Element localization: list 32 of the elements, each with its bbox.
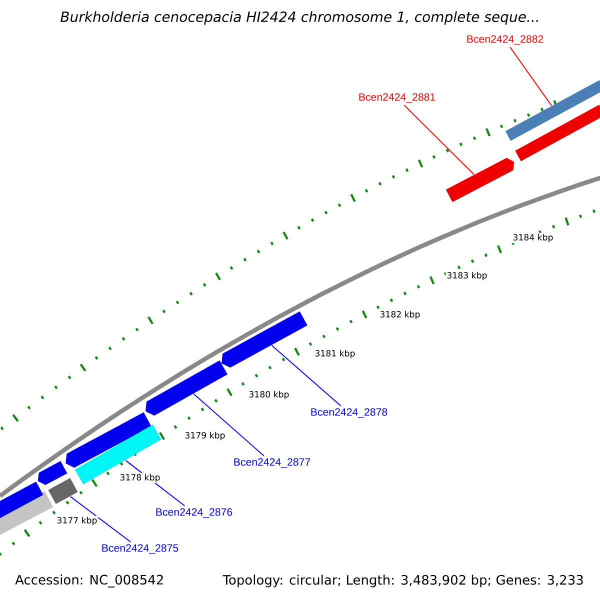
leader-line (510, 46, 552, 106)
scale-label: 3177 kbp (56, 516, 98, 526)
title: Burkholderia cenocepacia HI2424 chromosome 1, complete seque... (60, 11, 538, 25)
gene-block (66, 412, 152, 468)
accession-text: Accession: NC_008542 (15, 574, 163, 588)
gene-bar (505, 80, 600, 141)
gene-bar (0, 491, 54, 537)
scale-label: 3182 kbp (378, 310, 422, 320)
topology-text: Topology: circular; Length: 3,483,902 bp; Genes: 3,233 (222, 574, 583, 588)
gene-block (38, 460, 68, 486)
gene-block (146, 360, 228, 416)
scale-label: 3184 kbp (512, 232, 554, 244)
scale-label: 3180 kbp (248, 390, 290, 400)
gene-bar (48, 478, 78, 504)
gene-label: Bcen2424_2881 (359, 93, 436, 103)
leader-line (193, 393, 264, 456)
gene-label: Bcen2424_2875 (102, 544, 178, 554)
scale-label: 3178 kbp (118, 472, 162, 484)
gene-block (222, 311, 308, 368)
gene-label: Bcen2424_2882 (467, 35, 544, 45)
gene-label: Bcen2424_2877 (234, 458, 310, 468)
scale-label: 3183 kbp (446, 270, 488, 282)
leader-line (70, 496, 131, 542)
leader-line (271, 344, 342, 406)
scale-label: 3181 kbp (314, 348, 356, 360)
gene-bar (74, 424, 162, 484)
gene-label: Bcen2424_2876 (156, 508, 232, 518)
gene-label: Bcen2424_2878 (311, 408, 388, 418)
gene-bar (515, 104, 600, 162)
gene-block (446, 158, 514, 202)
scale-label: 3179 kbp (184, 430, 226, 442)
leader-line (404, 104, 474, 176)
